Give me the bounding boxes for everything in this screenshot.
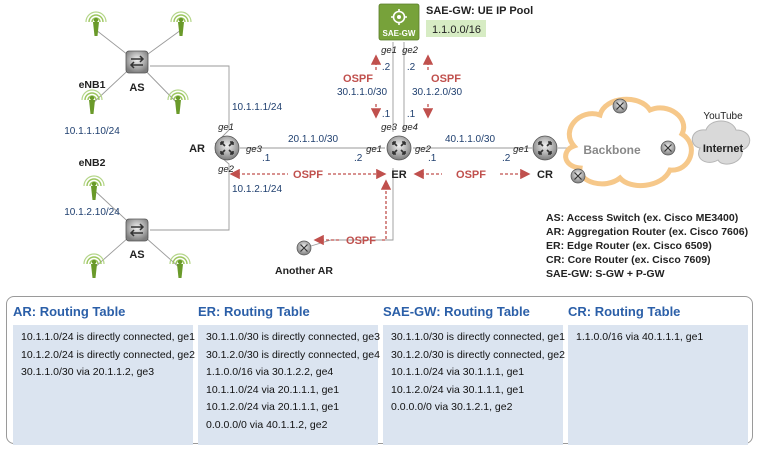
routing-table-title: CR: Routing Table bbox=[568, 304, 681, 319]
legend: AS: Access Switch (ex. Cisco ME3400) AR:… bbox=[546, 212, 748, 280]
as-top-label: AS bbox=[129, 82, 144, 94]
legend-item: CR: Core Router (ex. Cisco 7609) bbox=[546, 254, 711, 266]
router-icon-another-ar bbox=[296, 240, 312, 256]
er-host3: .1 bbox=[382, 109, 391, 120]
router-icon-ar bbox=[214, 135, 240, 161]
er-cr-host2: .2 bbox=[502, 153, 511, 164]
er-ge3-label: ge3 bbox=[381, 122, 398, 133]
ip-pool-box bbox=[426, 20, 486, 37]
ospf-label-another-ar: OSPF bbox=[346, 235, 376, 247]
switch-icon-bottom bbox=[125, 218, 149, 242]
routing-table-cr: CR: Routing Table 1.1.0.0/16 via 40.1.1.… bbox=[568, 303, 748, 445]
cr-ge1-label: ge1 bbox=[513, 144, 529, 155]
routing-table-title: AR: Routing Table bbox=[13, 304, 126, 319]
route-entry: 10.1.2.0/24 via 20.1.1.1, ge1 bbox=[206, 401, 340, 413]
route-entry: 1.1.0.0/16 via 40.1.1.1, ge1 bbox=[576, 331, 704, 343]
router-icon-cr bbox=[532, 135, 558, 161]
switch-icon-top bbox=[125, 50, 149, 74]
ospf-label-er-sae-1: OSPF bbox=[343, 73, 373, 85]
route-entry: 10.1.1.0/24 via 30.1.1.1, ge1 bbox=[391, 366, 525, 378]
router-icon-er bbox=[386, 135, 412, 161]
ar-er-network: 20.1.1.0/30 bbox=[288, 134, 338, 145]
er-sae-network-2: 30.1.2.0/30 bbox=[412, 87, 462, 98]
routing-table-ar: AR: Routing Table 10.1.1.0/24 is directl… bbox=[13, 303, 195, 445]
enb1-label: eNB1 bbox=[79, 79, 106, 91]
route-entry: 30.1.1.0/30 via 20.1.1.2, ge3 bbox=[21, 366, 155, 378]
route-entry: 10.1.1.0/24 via 20.1.1.1, ge1 bbox=[206, 383, 340, 396]
sae-gw-pool-label: SAE-GW: UE IP Pool bbox=[426, 5, 533, 17]
as-bottom-label: AS bbox=[129, 249, 144, 261]
routing-table-title: ER: Routing Table bbox=[198, 304, 310, 319]
er-ge1-label: ge1 bbox=[366, 144, 382, 155]
route-entry: 0.0.0.0/0 via 30.1.2.1, ge2 bbox=[391, 401, 513, 413]
youtube-label: YouTube bbox=[703, 111, 743, 122]
sae-ge2-label: ge2 bbox=[402, 45, 419, 56]
sae-gw-label: SAE-GW bbox=[383, 29, 416, 38]
route-entry: 10.1.2.0/24 is directly connected, ge2 bbox=[21, 348, 195, 361]
legend-item: SAE-GW: S-GW + P-GW bbox=[546, 268, 665, 280]
legend-item: ER: Edge Router (ex. Cisco 6509) bbox=[546, 240, 712, 252]
er-host4: .1 bbox=[407, 109, 416, 120]
ospf-label-ar-er: OSPF bbox=[293, 169, 323, 181]
routing-table-body: 10.1.1.0/24 is directly connected, ge1 1… bbox=[13, 325, 195, 445]
backbone-router-icon-1 bbox=[612, 98, 628, 114]
enb-icon-7 bbox=[169, 253, 191, 279]
enb-icon-6 bbox=[83, 253, 105, 279]
ar-ge2-network: 10.1.2.1/24 bbox=[232, 184, 282, 195]
er-label: ER bbox=[391, 169, 406, 181]
ar-ge1-label: ge1 bbox=[218, 122, 234, 133]
ar-er-host2: .2 bbox=[354, 153, 363, 164]
backbone-label: Backbone bbox=[583, 143, 641, 157]
er-ge2-label: ge2 bbox=[415, 144, 432, 155]
route-entry: 10.1.2.0/24 via 30.1.1.1, ge1 bbox=[391, 383, 525, 396]
route-entry: 10.1.1.0/24 is directly connected, ge1 bbox=[21, 331, 195, 343]
ar-ge3-label: ge3 bbox=[246, 144, 263, 155]
route-entry: 30.1.1.0/30 is directly connected, ge1 bbox=[391, 331, 565, 343]
ospf-label-er-cr: OSPF bbox=[456, 169, 486, 181]
enb-icon-1 bbox=[85, 11, 107, 37]
enb-icon-2 bbox=[170, 11, 192, 37]
enb2-ip: 10.1.2.10/24 bbox=[64, 207, 120, 218]
ar-er-host1: .1 bbox=[262, 153, 271, 164]
legend-item: AS: Access Switch (ex. Cisco ME3400) bbox=[546, 212, 738, 224]
er-cr-host1: .1 bbox=[428, 153, 437, 164]
routing-tables-panel: AR: Routing Table 10.1.1.0/24 is directl… bbox=[6, 296, 753, 445]
legend-item: AR: Aggregation Router (ex. Cisco 7606) bbox=[546, 226, 748, 238]
cr-label: CR bbox=[537, 169, 553, 181]
route-entry: 30.1.2.0/30 is directly connected, ge4 bbox=[206, 348, 380, 361]
sae-gw-icon bbox=[378, 3, 420, 41]
ospf-label-er-sae-2: OSPF bbox=[431, 73, 461, 85]
internet-label: Internet bbox=[703, 143, 744, 155]
network-diagram: SAE-GW SAE-GW: UE IP Pool 1.1.0.0/16 Bac… bbox=[64, 3, 751, 280]
enb1-ip: 10.1.1.10/24 bbox=[64, 126, 120, 137]
sae-host2: .2 bbox=[407, 62, 416, 73]
route-entry: 1.1.0.0/16 via 30.1.2.2, ge4 bbox=[206, 366, 334, 378]
ar-ge1-network: 10.1.1.1/24 bbox=[232, 102, 282, 113]
route-entry: 30.1.2.0/30 is directly connected, ge2 bbox=[391, 348, 565, 361]
ip-pool-value: 1.1.0.0/16 bbox=[432, 24, 481, 36]
enb2-label: eNB2 bbox=[79, 157, 106, 169]
sae-ge1-label: ge1 bbox=[381, 45, 397, 56]
er-cr-network: 40.1.1.0/30 bbox=[445, 134, 495, 145]
routing-table-sae-gw: SAE-GW: Routing Table 30.1.1.0/30 is dir… bbox=[383, 303, 565, 445]
routing-table-body: 1.1.0.0/16 via 40.1.1.1, ge1 bbox=[568, 325, 748, 445]
backbone-router-icon-2 bbox=[660, 140, 676, 156]
ar-label: AR bbox=[189, 143, 205, 155]
route-entry: 30.1.1.0/30 is directly connected, ge3 bbox=[206, 331, 380, 343]
er-sae-network-1: 30.1.1.0/30 bbox=[337, 87, 387, 98]
ar-ge2-label: ge2 bbox=[218, 164, 235, 175]
er-ge4-label: ge4 bbox=[402, 122, 418, 133]
routing-table-body: 30.1.1.0/30 is directly connected, ge3 3… bbox=[198, 325, 380, 445]
backbone-router-icon-3 bbox=[570, 168, 586, 184]
routing-table-er: ER: Routing Table 30.1.1.0/30 is directl… bbox=[198, 303, 380, 445]
enb-icon-3 bbox=[81, 89, 103, 115]
sae-host1: .2 bbox=[382, 62, 391, 73]
another-ar-label: Another AR bbox=[275, 265, 333, 277]
route-entry: 0.0.0.0/0 via 40.1.1.2, ge2 bbox=[206, 418, 328, 431]
routing-table-body: 30.1.1.0/30 is directly connected, ge1 3… bbox=[383, 325, 565, 445]
routing-table-title: SAE-GW: Routing Table bbox=[383, 304, 530, 319]
enb-icon-4 bbox=[167, 89, 189, 115]
internet-cloud bbox=[691, 120, 751, 165]
